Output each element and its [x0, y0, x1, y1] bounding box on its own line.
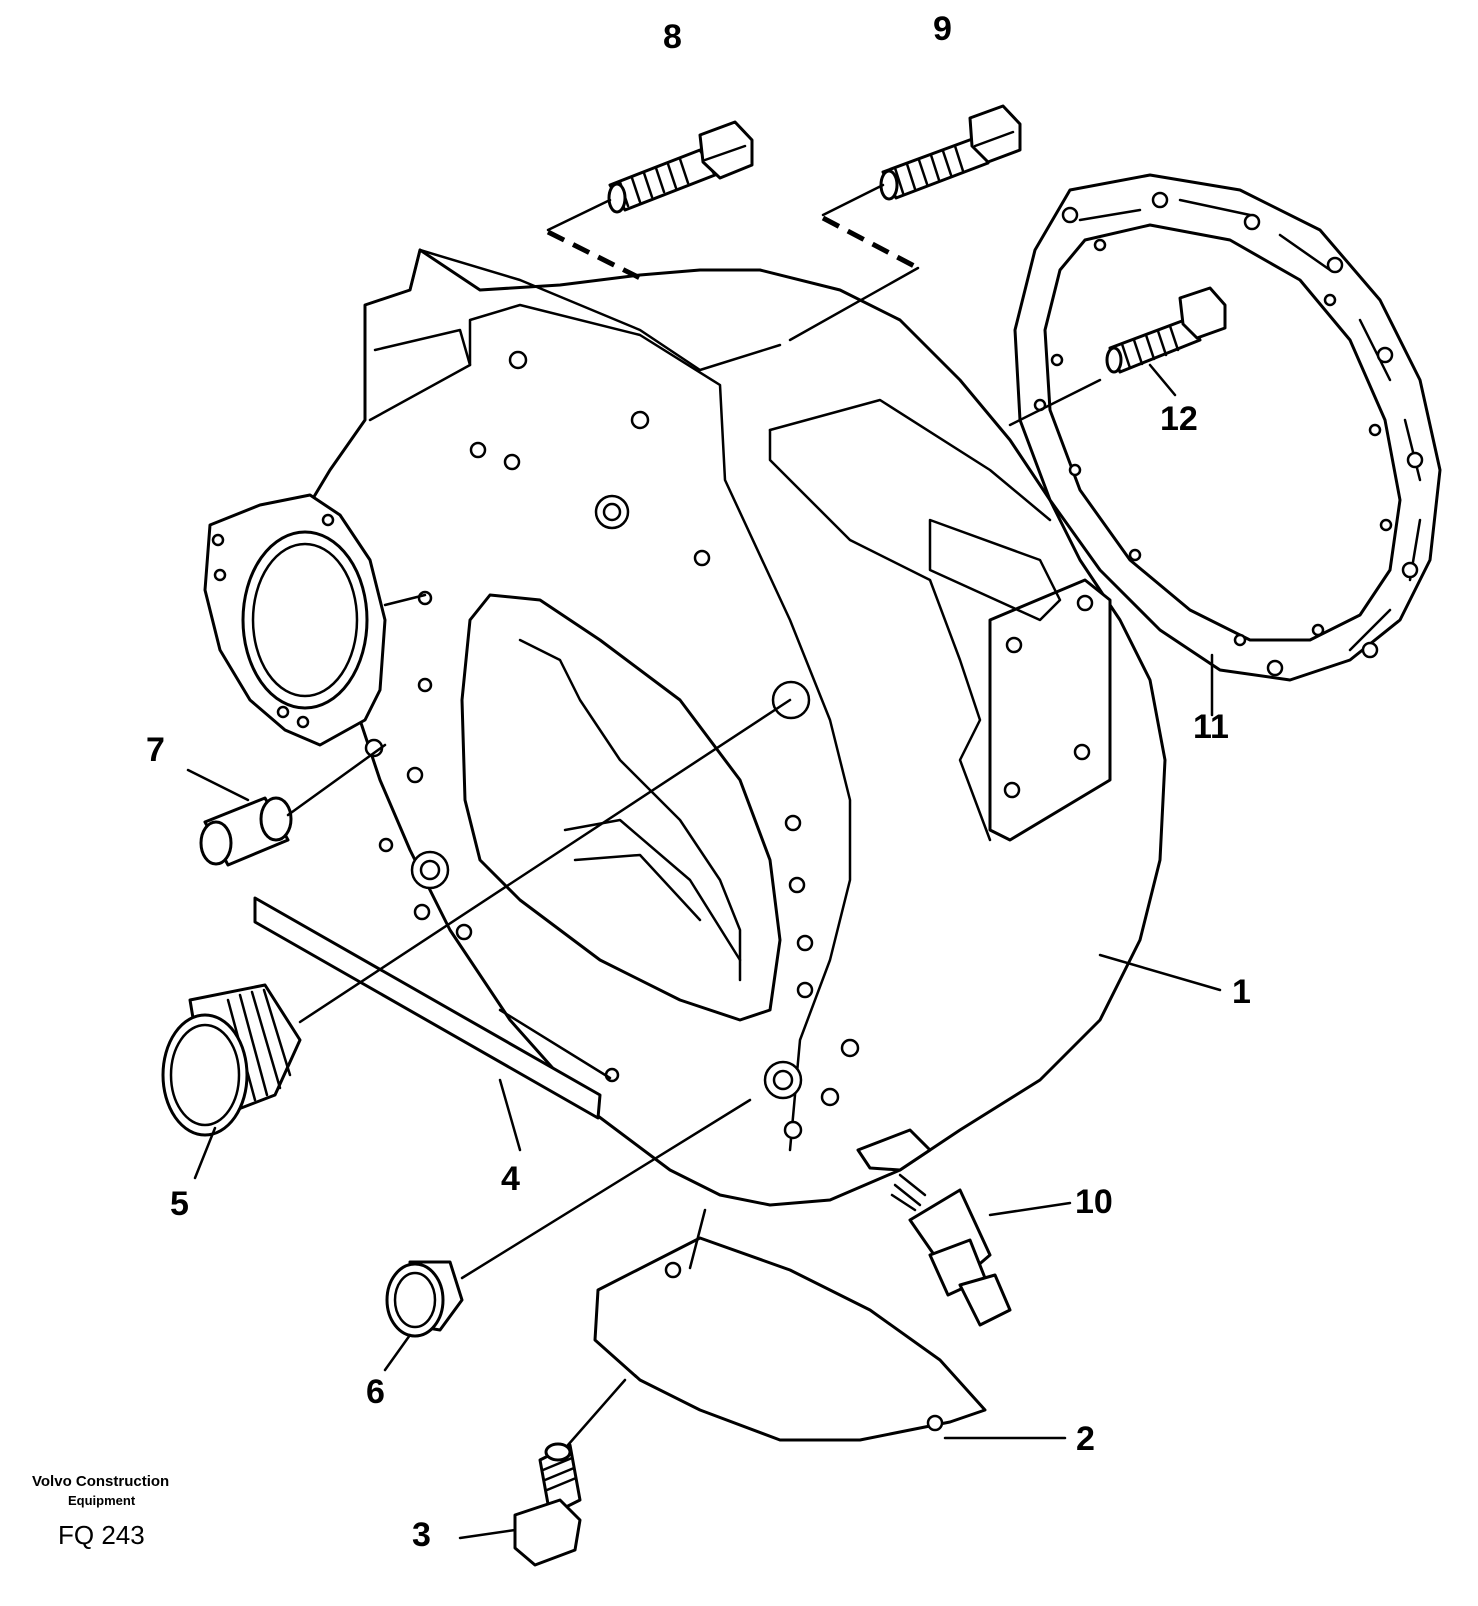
- leader-line-5b: [193, 1126, 217, 1180]
- leader-line-7: [286, 743, 387, 817]
- callout-7: 7: [146, 731, 165, 769]
- dowel-pin-7: [199, 796, 293, 867]
- leader-line-12b: [1148, 363, 1177, 397]
- callout-2: 2: [1076, 1420, 1095, 1458]
- callout-5: 5: [170, 1185, 189, 1223]
- leader-dashes-9: [821, 215, 920, 271]
- callout-8: 8: [663, 18, 682, 56]
- callout-6: 6: [366, 1373, 385, 1411]
- leader-dashes-8: [546, 229, 642, 281]
- callout-12: 12: [1160, 400, 1198, 438]
- leader-line-3b: [566, 1378, 627, 1447]
- callout-3: 3: [412, 1516, 431, 1554]
- seal-strip-4: [253, 896, 602, 1120]
- callout-4: 4: [501, 1160, 520, 1198]
- adapter-ring: [1013, 173, 1442, 682]
- leader-line-1: [1098, 953, 1222, 992]
- leader-line-6b: [383, 1333, 412, 1372]
- bolt-9: [879, 104, 1022, 201]
- leader-line-6: [460, 1098, 752, 1280]
- figure-code: FQ 243: [58, 1520, 145, 1550]
- callout-11: 11: [1193, 708, 1229, 746]
- leader-line-8: [546, 198, 612, 232]
- cover-plate-2: [593, 1236, 987, 1442]
- brand-caption-line1: Volvo Construction: [32, 1473, 170, 1490]
- leader-line-10: [988, 1201, 1072, 1217]
- brand-caption-line2: Equipment: [68, 1493, 136, 1508]
- leader-line-misc2: [498, 1008, 612, 1080]
- leader-line-12: [1008, 378, 1102, 427]
- bolt-8: [607, 120, 754, 214]
- callout-9: 9: [933, 10, 952, 48]
- leader-line-2b: [688, 1208, 707, 1270]
- leader-line-misc: [383, 593, 427, 607]
- plug-5: [161, 983, 302, 1137]
- leader-line-9: [821, 183, 885, 217]
- bolt-12: [1105, 286, 1227, 374]
- bolt-3: [513, 1442, 582, 1567]
- sensor-10: [856, 1128, 1012, 1327]
- callout-1: 1: [1232, 973, 1251, 1011]
- flywheel-housing: [203, 248, 1167, 1207]
- callout-10: 10: [1075, 1183, 1113, 1221]
- leader-line-9b: [788, 266, 920, 342]
- plug-6: [385, 1260, 464, 1338]
- leader-line-4: [498, 1078, 522, 1152]
- leader-line-3: [458, 1528, 517, 1540]
- leader-line-7b: [186, 768, 250, 802]
- leader-line-5: [298, 698, 792, 1024]
